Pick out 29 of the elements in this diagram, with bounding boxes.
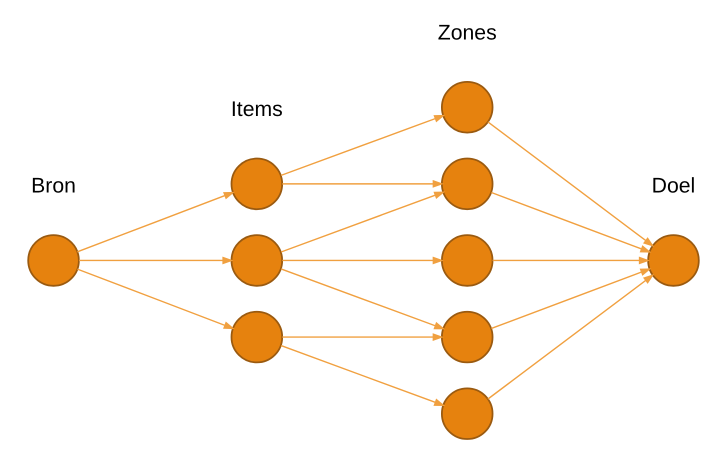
- arrow: [280, 344, 446, 406]
- label: Items: [230, 98, 283, 121]
- arrow: [280, 268, 446, 330]
- node-label: Doel: [652, 174, 696, 198]
- arrow: [282, 180, 444, 188]
- arrow: [488, 121, 654, 247]
- node-label: Bron: [31, 174, 76, 198]
- arrow: [77, 268, 235, 330]
- node-circle: [441, 387, 494, 440]
- arrow: [78, 256, 234, 264]
- arrow: [282, 256, 444, 264]
- node-circle: [441, 234, 494, 287]
- arrow: [280, 114, 446, 176]
- node-circle: [441, 310, 494, 364]
- arrow: [488, 274, 654, 400]
- node-circle: [27, 234, 80, 287]
- arrow: [280, 192, 446, 253]
- label: Zones: [438, 21, 497, 44]
- node-circle: [230, 310, 284, 364]
- node-circle: [441, 158, 494, 210]
- arrow: [77, 192, 235, 252]
- node-circle: [230, 158, 284, 210]
- arrow: [282, 333, 444, 341]
- node-circle: [647, 234, 700, 287]
- node-circle: [230, 234, 284, 287]
- arrow: [491, 268, 652, 330]
- node-circle: [441, 81, 494, 134]
- arrow: [492, 256, 650, 264]
- arrow: [491, 192, 652, 253]
